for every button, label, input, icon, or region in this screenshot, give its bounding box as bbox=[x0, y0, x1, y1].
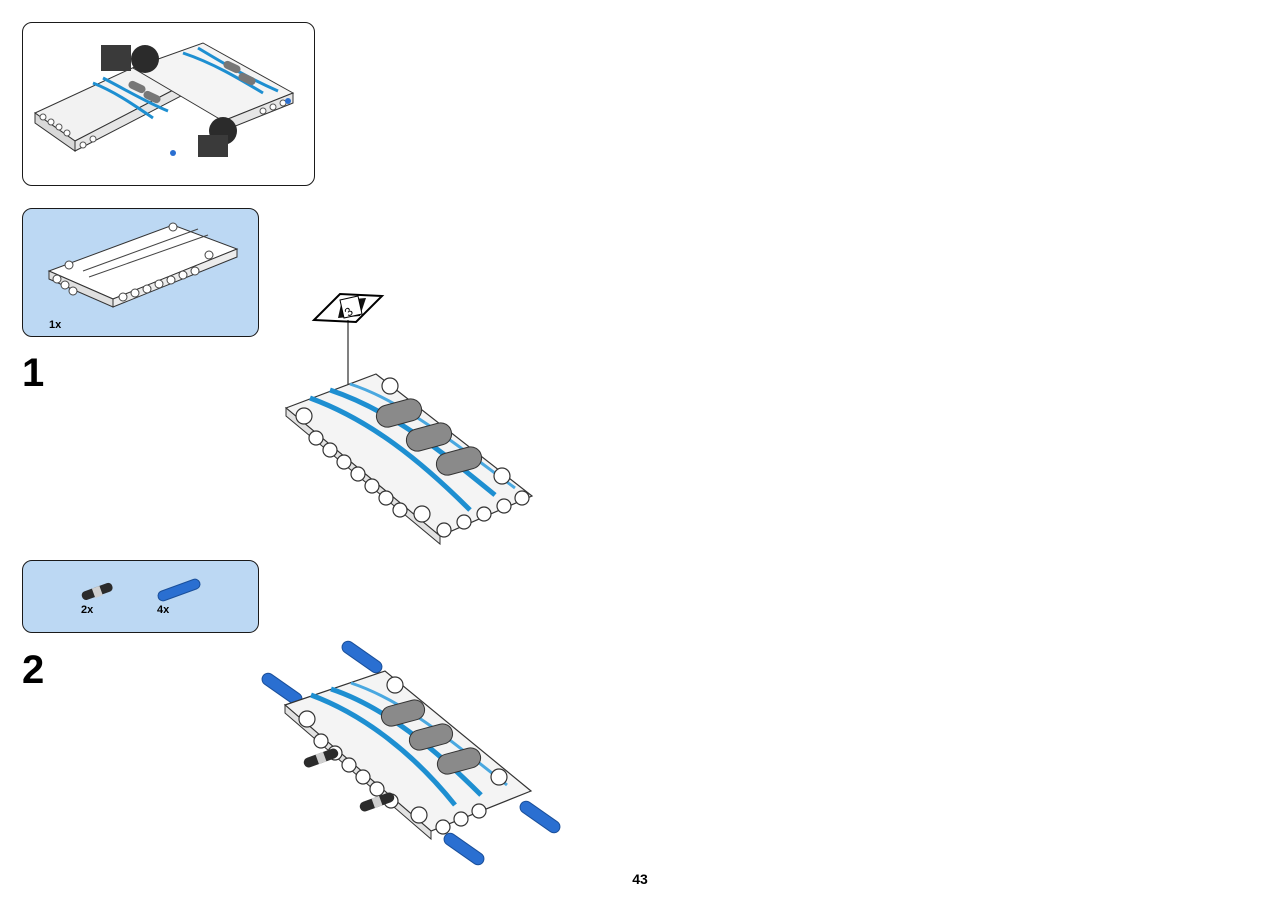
overview-assembly-image bbox=[34, 42, 295, 157]
part-quantity: 1x bbox=[49, 319, 62, 331]
step-number: 2 bbox=[22, 648, 45, 692]
parts-list-step-1: 1x bbox=[22, 208, 259, 337]
step-1-assembly-image: 3 bbox=[284, 292, 534, 546]
part-quantity: 4x bbox=[157, 604, 170, 616]
blue-pin-icon bbox=[157, 578, 201, 602]
parts-list-step-2: 2x 4x bbox=[22, 560, 259, 633]
step-number: 1 bbox=[22, 351, 45, 395]
black-pin-icon bbox=[81, 582, 113, 601]
page-number: 43 bbox=[632, 871, 648, 887]
part-quantity: 2x bbox=[81, 604, 94, 616]
step-2-assembly-image bbox=[261, 640, 561, 866]
white-panel-icon bbox=[47, 222, 239, 308]
overview-assembly-box bbox=[22, 22, 315, 186]
